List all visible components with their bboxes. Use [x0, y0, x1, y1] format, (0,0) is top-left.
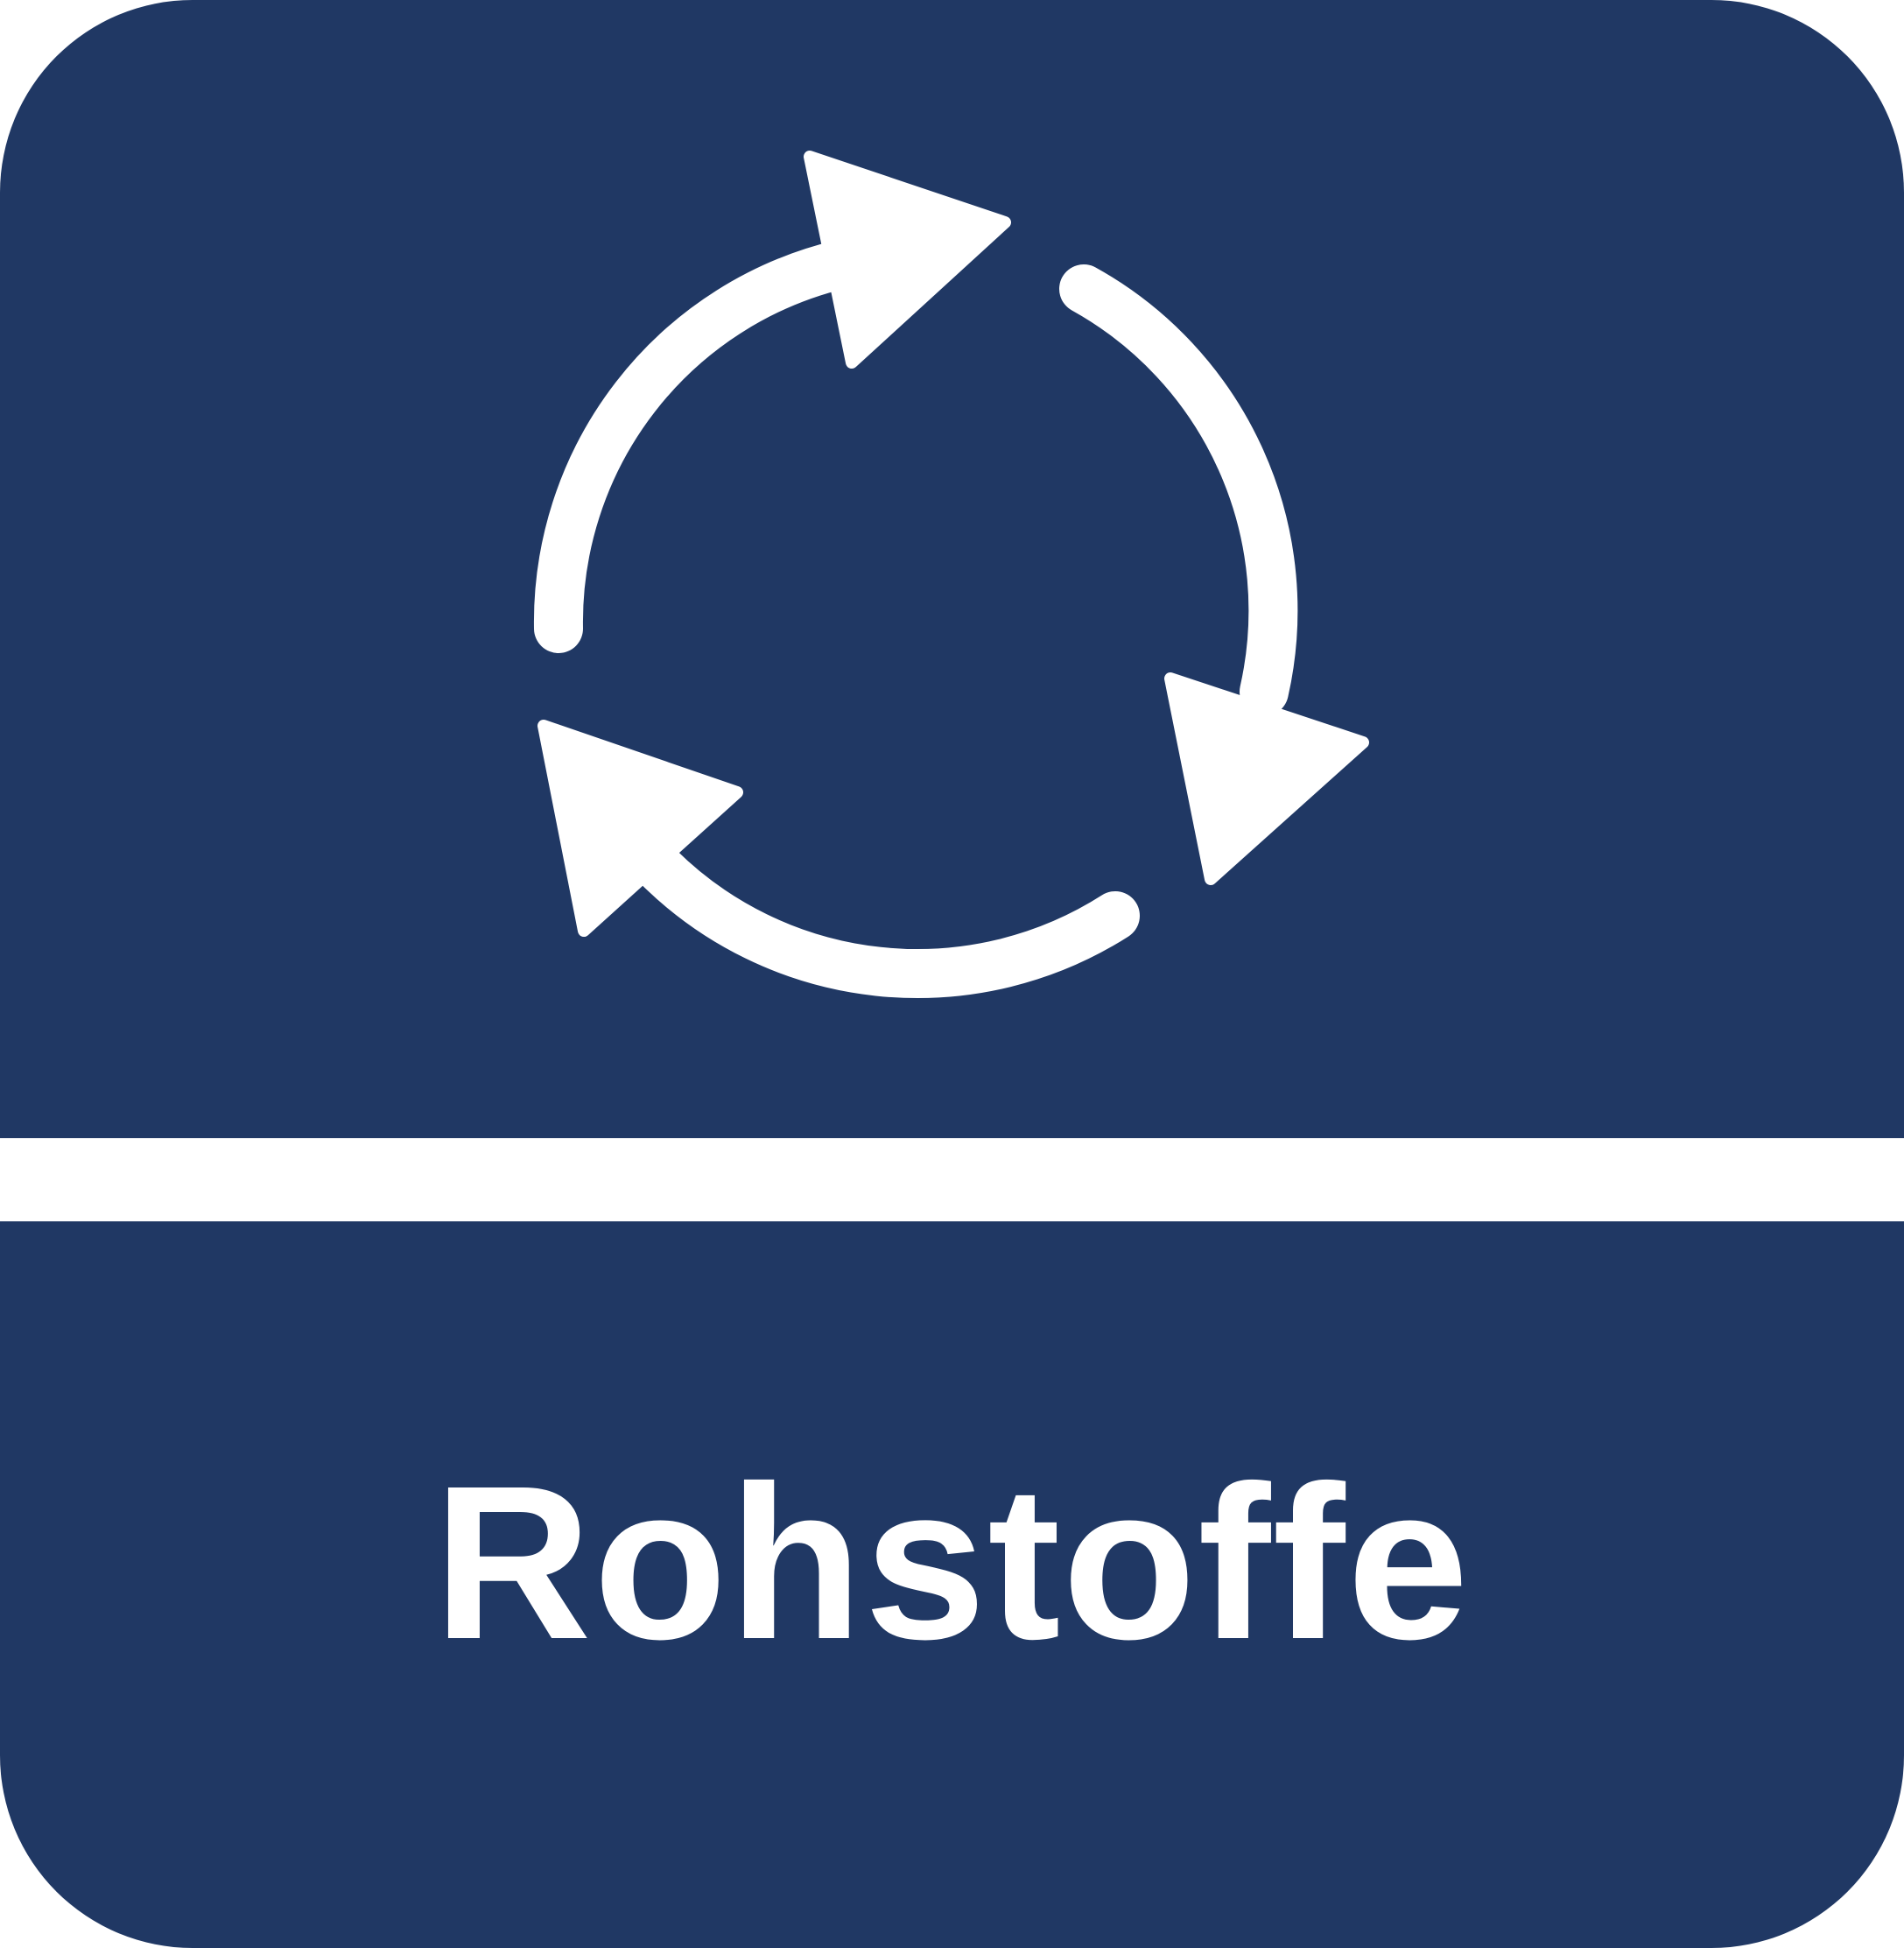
arc-right [1059, 264, 1298, 716]
recycle-arrows-icon [533, 151, 1369, 998]
label-panel [0, 1221, 1904, 1948]
arc-upper-left [533, 240, 865, 653]
arrowhead-right [1164, 672, 1369, 885]
arc-bottom [634, 842, 1140, 998]
arrowhead-left [537, 720, 743, 937]
category-label: Rohstoffe [433, 1440, 1471, 1684]
arrowhead-top [804, 151, 1011, 369]
